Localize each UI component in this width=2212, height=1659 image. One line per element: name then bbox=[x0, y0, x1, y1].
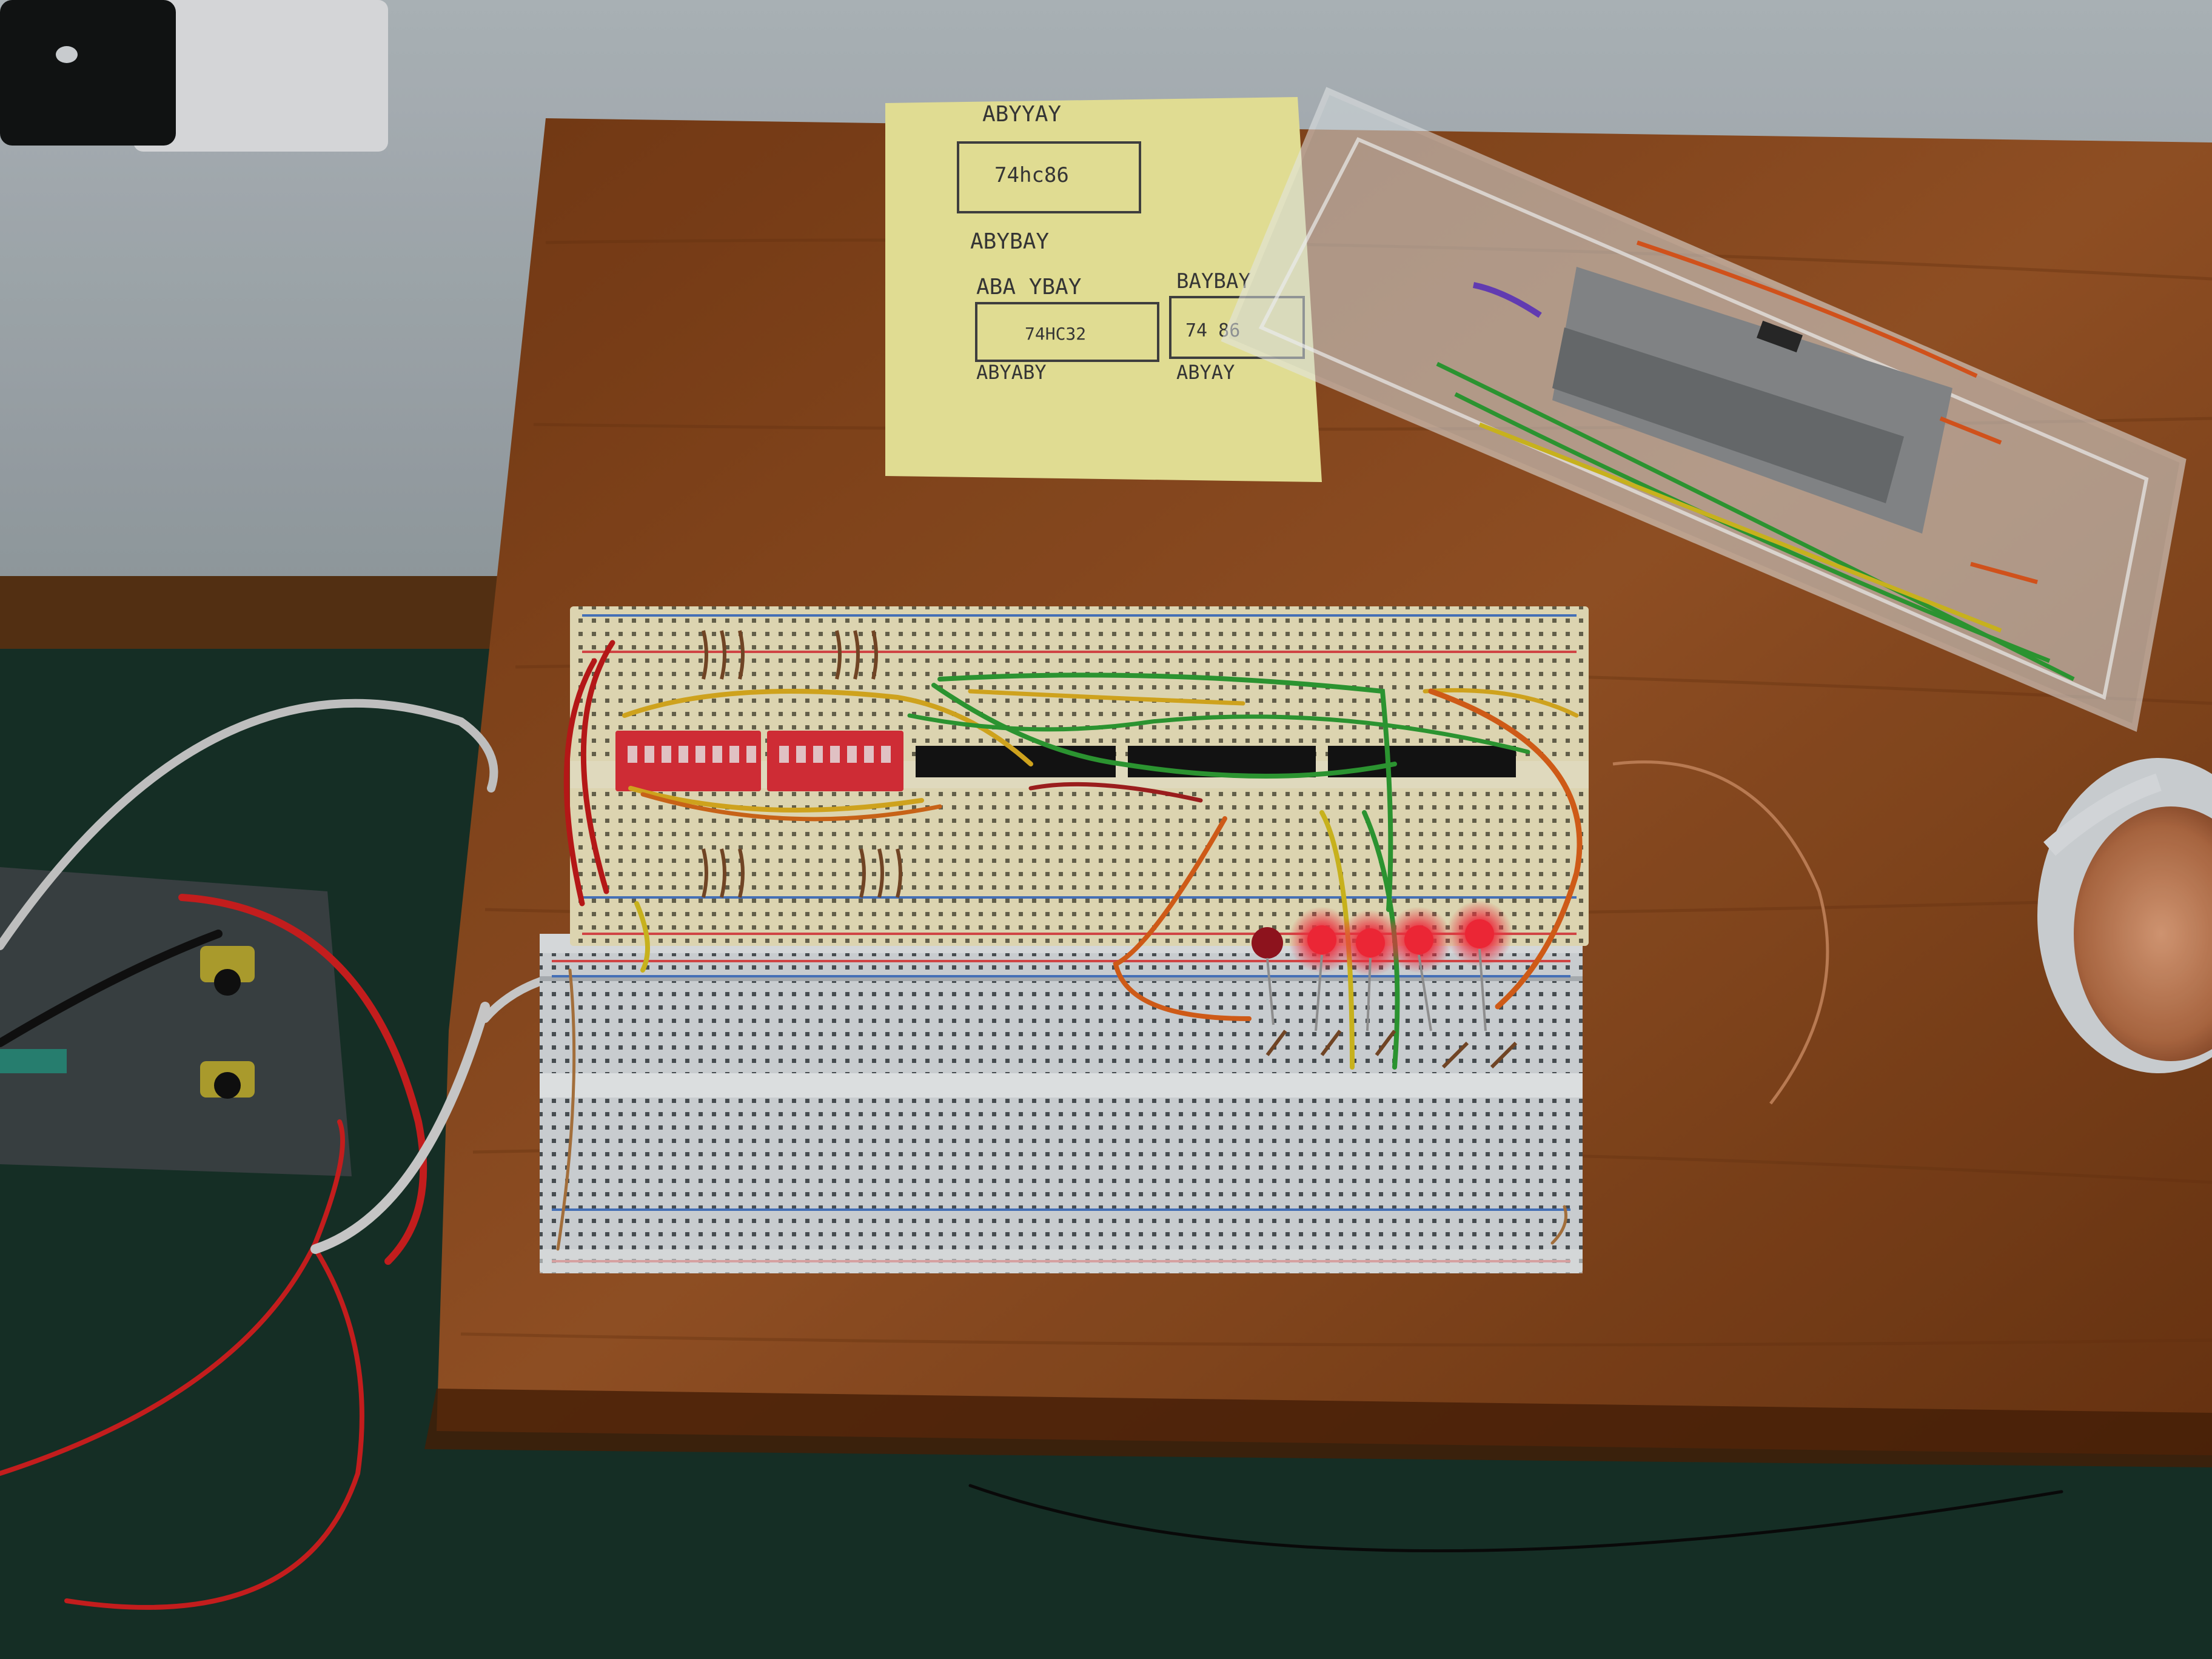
wall-adapter bbox=[0, 0, 176, 146]
copper-wire-spool bbox=[2037, 758, 2212, 1073]
baseboard bbox=[0, 576, 546, 649]
adapter-highlight bbox=[56, 46, 78, 63]
note-chip2: 74HC32 bbox=[1025, 324, 1086, 344]
sticky-note: ABYYAY 74hc86 ABYBAY ABA YBAY 74HC32 ABY… bbox=[885, 97, 1322, 482]
note-line5: BAYBAY bbox=[1176, 269, 1251, 293]
ic-chip-2 bbox=[1128, 746, 1316, 777]
led-4 bbox=[1386, 907, 1452, 1031]
led-5 bbox=[1446, 900, 1513, 1031]
case-wires bbox=[1436, 240, 2075, 682]
desk-edge-shadow bbox=[424, 1389, 2212, 1467]
led-3 bbox=[1337, 910, 1404, 1031]
note-line1: ABYYAY bbox=[982, 102, 1061, 127]
resistors bbox=[702, 630, 1518, 1069]
led-2 bbox=[1289, 907, 1355, 1031]
plastic-case bbox=[1221, 87, 2187, 732]
wall-outlet-plate bbox=[133, 0, 388, 152]
loose-copper-wire bbox=[1612, 760, 1829, 1105]
multimeter bbox=[0, 867, 352, 1176]
led-row bbox=[1252, 900, 1513, 1031]
note-line6: ABYAY bbox=[1176, 361, 1235, 384]
led-1 bbox=[1252, 927, 1283, 1025]
note-line4: ABYABY bbox=[976, 361, 1047, 384]
note-line3: ABA YBAY bbox=[976, 275, 1082, 300]
dip-switch-bank bbox=[615, 731, 903, 791]
multitool bbox=[1552, 267, 1952, 534]
note-chip1: 74hc86 bbox=[994, 163, 1069, 187]
note-line2: ABYBAY bbox=[970, 229, 1049, 254]
